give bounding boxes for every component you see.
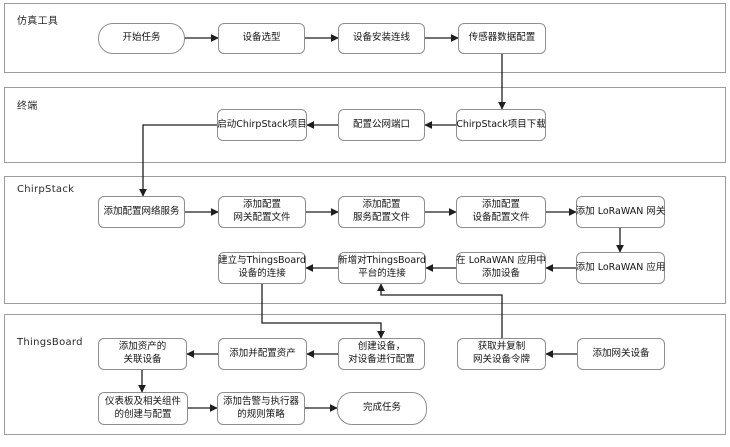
node-text: 服务配置文件 <box>352 212 410 223</box>
node-text: 启动ChirpStack项目 <box>217 118 307 130</box>
node-text: 添加资产的 <box>118 341 167 353</box>
node-text: 添加设备 <box>481 268 520 279</box>
node-add-lorawan-gateway: 添加 LoRaWAN 网关 <box>576 196 665 228</box>
lane-label-chirpstack: ChirpStack <box>17 184 75 195</box>
node-text: 网关配置文件 <box>233 212 291 223</box>
node-device-selection: 设备选型 <box>218 23 305 54</box>
node-text: 添加告警与执行器 <box>222 395 299 407</box>
node-text: 的规则策略 <box>237 408 285 420</box>
node-add-device-config-file: 添加配置设备配置文件 <box>456 196 546 228</box>
node-add-asset-related-devices: 添加资产的关联设备 <box>98 338 187 370</box>
node-chirpstack-download: ChirpStack项目下载 <box>456 109 546 141</box>
node-text: 设备配置文件 <box>472 212 530 223</box>
node-text: ChirpStack项目下载 <box>456 118 546 130</box>
node-alarm-actuator-rules: 添加告警与执行器的规则策略 <box>217 392 305 425</box>
node-add-network-service: 添加配置网络服务 <box>98 196 185 228</box>
node-text: 添加 LoRaWAN 网关 <box>575 205 666 217</box>
node-sensor-data-config: 传感器数据配置 <box>458 23 546 54</box>
node-add-device-in-lorawan-app: 在 LoRaWAN 应用中添加设备 <box>456 252 546 284</box>
node-text: 设备的连接 <box>238 268 286 279</box>
node-text: 平台的连接 <box>358 268 406 279</box>
node-text: 添加配置 <box>362 199 401 211</box>
node-text: 网关设备令牌 <box>472 354 530 365</box>
node-create-configure-device: 创建设备，对设备进行配置 <box>338 338 425 370</box>
node-device-install-wiring: 设备安装连线 <box>338 23 425 54</box>
node-text: 设备安装连线 <box>352 32 410 44</box>
node-text: 创建设备， <box>357 341 406 353</box>
node-add-gateway-device: 添加网关设备 <box>577 338 665 370</box>
node-text: 添加配置 <box>481 199 520 211</box>
node-text: 仪表板及相关组件 <box>104 395 181 407</box>
node-text: 传感器数据配置 <box>468 32 536 44</box>
node-add-lorawan-app: 添加 LoRaWAN 应用 <box>576 252 665 284</box>
node-text: 新增对ThingsBoard <box>338 255 426 267</box>
node-start-task: 开始任务 <box>98 23 185 54</box>
node-text: 在 LoRaWAN 应用中 <box>456 255 546 267</box>
node-text: 建立与ThingsBoard <box>218 255 306 267</box>
node-add-configure-assets: 添加并配置资产 <box>218 338 307 370</box>
lane-label-terminal: 终端 <box>17 101 38 112</box>
node-text: 完成任务 <box>362 402 401 414</box>
node-copy-gateway-token: 获取并复制网关设备令牌 <box>457 338 546 370</box>
node-text: 添加并配置资产 <box>229 347 296 359</box>
node-launch-chirpstack: 启动ChirpStack项目 <box>217 109 307 141</box>
node-add-service-config-file: 添加配置服务配置文件 <box>338 196 425 228</box>
lane-label-simulation-tools: 仿真工具 <box>17 16 59 27</box>
node-text: 开始任务 <box>122 32 161 44</box>
node-config-public-port: 配置公网端口 <box>338 109 425 141</box>
node-dashboard-creation: 仪表板及相关组件的创建与配置 <box>98 392 188 425</box>
node-text: 对设备进行配置 <box>348 354 415 365</box>
node-text: 添加配置网络服务 <box>103 205 180 217</box>
node-text: 的创建与配置 <box>114 408 172 420</box>
lane-label-thingsboard: ThingsBoard <box>17 337 83 348</box>
node-text: 关联设备 <box>123 354 162 365</box>
node-complete-task: 完成任务 <box>337 392 427 425</box>
node-text: 配置公网端口 <box>352 118 410 130</box>
node-add-gateway-config-file: 添加配置网关配置文件 <box>218 196 306 228</box>
node-text: 设备选型 <box>242 32 281 44</box>
node-text: 获取并复制 <box>477 341 526 353</box>
node-text: 添加 LoRaWAN 应用 <box>575 261 666 273</box>
node-text: 添加配置 <box>242 199 281 211</box>
node-text: 添加网关设备 <box>592 347 650 359</box>
